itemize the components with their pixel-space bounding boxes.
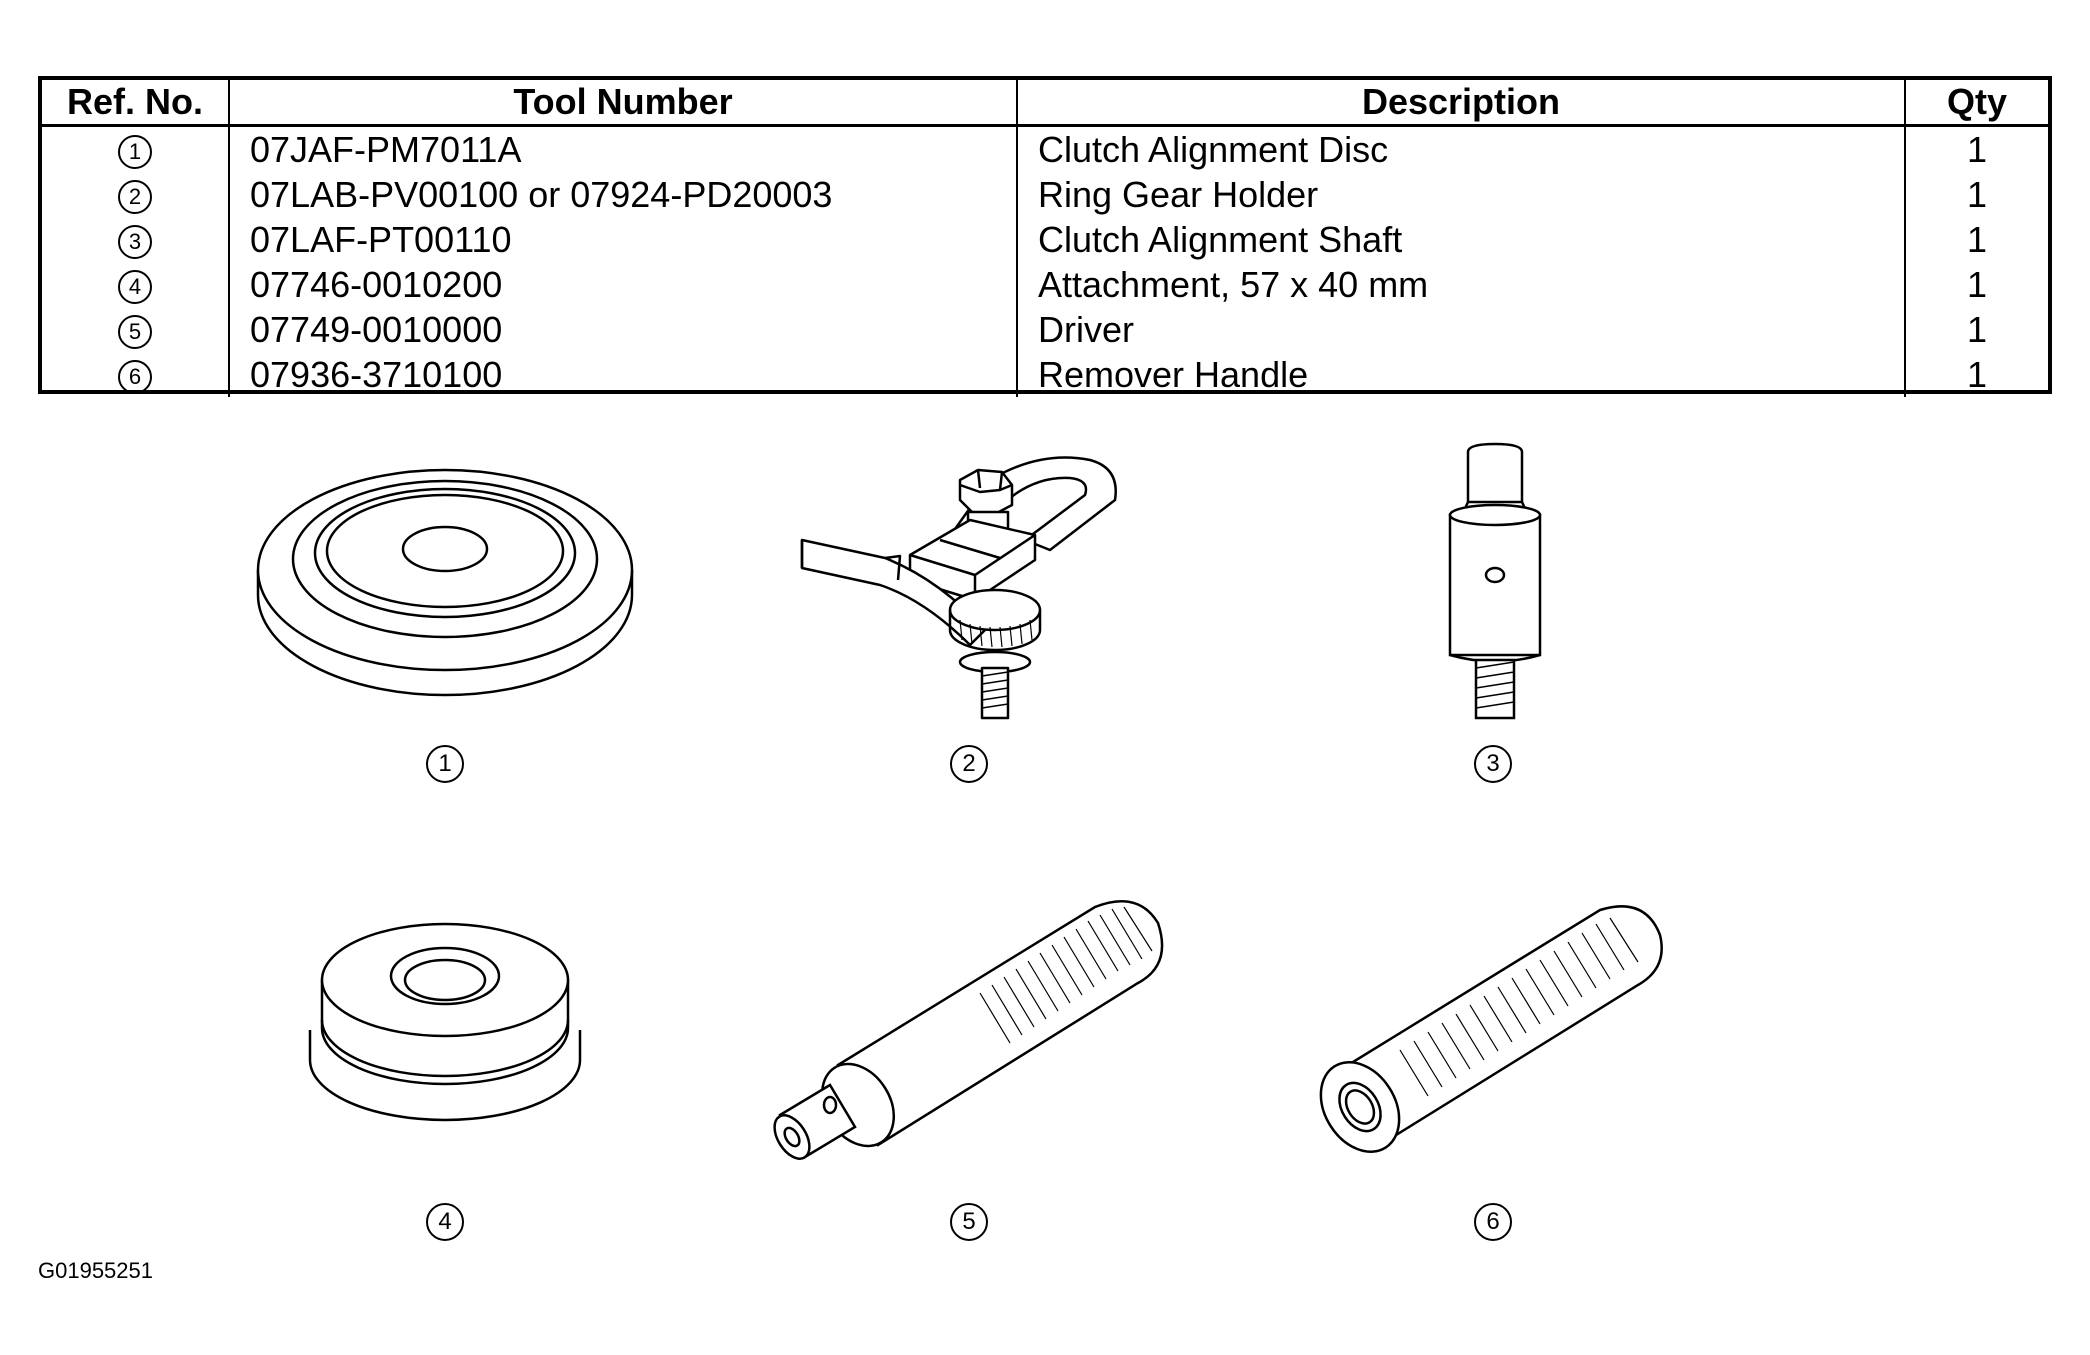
tool-number-cell: 07LAB-PV00100 or 07924-PD20003	[228, 172, 1017, 217]
clutch-alignment-disc-illustration	[250, 435, 640, 705]
qty-cell: 1	[1904, 217, 2048, 262]
qty-cell: 1	[1904, 125, 2048, 172]
tool-number-cell: 07749-0010000	[228, 307, 1017, 352]
qty-cell: 1	[1904, 307, 2048, 352]
table-row: 4 07746-0010200 Attachment, 57 x 40 mm 1	[42, 262, 2048, 307]
figure-id: G01955251	[38, 1258, 153, 1283]
header-qty: Qty	[1904, 80, 2048, 127]
callout-6: 6	[1474, 1203, 1512, 1241]
tools-grid: Ref. No. Tool Number Description Qty 1 0…	[42, 80, 2048, 397]
table-row: 2 07LAB-PV00100 or 07924-PD20003 Ring Ge…	[42, 172, 2048, 217]
description-cell: Attachment, 57 x 40 mm	[1016, 262, 1905, 307]
table-row: 3 07LAF-PT00110 Clutch Alignment Shaft 1	[42, 217, 2048, 262]
table-row: 6 07936-3710100 Remover Handle 1	[42, 352, 2048, 397]
qty-cell: 1	[1904, 352, 2048, 397]
attachment-illustration	[300, 910, 590, 1140]
clutch-alignment-shaft-illustration	[1440, 440, 1550, 720]
table-row: 5 07749-0010000 Driver 1	[42, 307, 2048, 352]
ref-number-badge: 3	[118, 224, 152, 259]
remover-handle-illustration	[1310, 900, 1670, 1160]
ring-gear-holder-illustration	[790, 440, 1140, 730]
qty-cell: 1	[1904, 262, 2048, 307]
callout-4: 4	[426, 1203, 464, 1241]
callout-3: 3	[1474, 745, 1512, 783]
special-tools-table: Ref. No. Tool Number Description Qty 1 0…	[38, 76, 2052, 397]
header-row: Ref. No. Tool Number Description Qty	[42, 80, 2048, 127]
header-ref-no: Ref. No.	[42, 80, 229, 127]
header-tool-number: Tool Number	[228, 80, 1017, 127]
tool-number-cell: 07JAF-PM7011A	[228, 125, 1017, 172]
ref-number-badge: 1	[118, 134, 152, 169]
description-cell: Clutch Alignment Shaft	[1016, 217, 1905, 262]
header-description: Description	[1016, 80, 1905, 127]
tool-number-cell: 07LAF-PT00110	[228, 217, 1017, 262]
description-cell: Driver	[1016, 307, 1905, 352]
tool-number-cell: 07936-3710100	[228, 352, 1017, 397]
ref-number-badge: 5	[118, 314, 152, 349]
ref-number-badge: 6	[118, 359, 152, 394]
callout-5: 5	[950, 1203, 988, 1241]
ref-number-badge: 2	[118, 179, 152, 214]
description-cell: Ring Gear Holder	[1016, 172, 1905, 217]
tool-number-cell: 07746-0010200	[228, 262, 1017, 307]
callout-1: 1	[426, 745, 464, 783]
driver-illustration	[760, 895, 1180, 1175]
qty-cell: 1	[1904, 172, 2048, 217]
ref-number-badge: 4	[118, 269, 152, 304]
callout-2: 2	[950, 745, 988, 783]
table-row: 1 07JAF-PM7011A Clutch Alignment Disc 1	[42, 125, 2048, 172]
description-cell: Remover Handle	[1016, 352, 1905, 397]
description-cell: Clutch Alignment Disc	[1016, 125, 1905, 172]
